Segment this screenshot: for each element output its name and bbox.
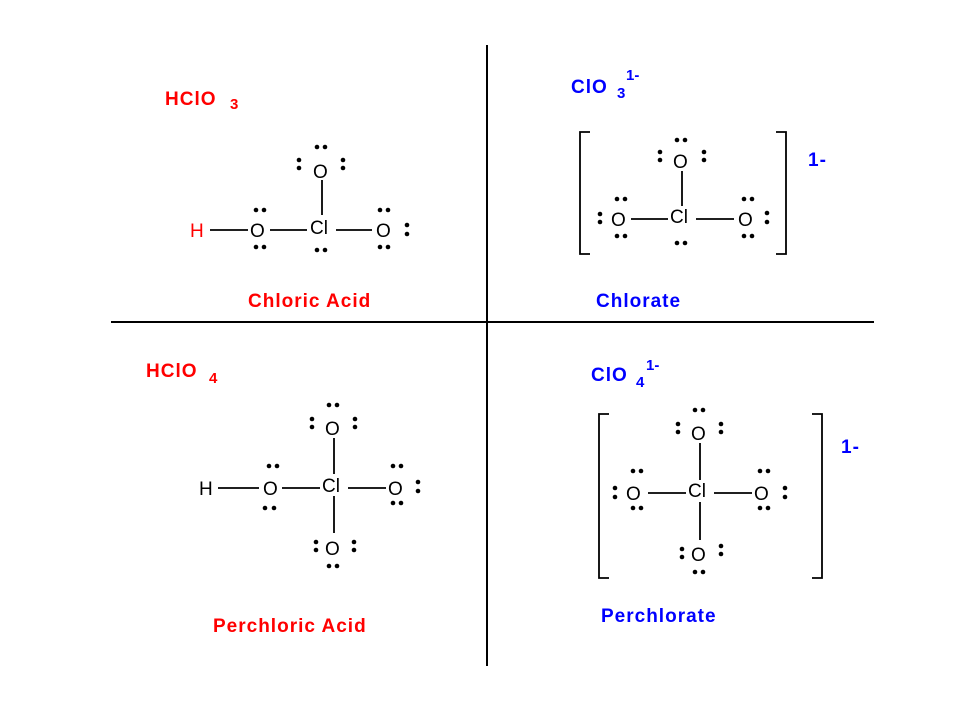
- perchlorate-name: Perchlorate: [601, 606, 717, 627]
- chloric-acid-panel: HClO 3 H O Cl O O Chloric: [165, 89, 410, 312]
- perchloric-acid-structure: H O Cl O O O: [199, 402, 421, 569]
- oxygen-atom: O: [388, 479, 403, 500]
- left-bracket: [598, 413, 609, 579]
- perchloric-acid-panel: HClO 4 H O Cl O O O: [146, 361, 421, 637]
- oxygen-atom: O: [691, 424, 706, 445]
- chlorine-atom: Cl: [670, 207, 688, 228]
- oxygen-atom: O: [325, 419, 340, 440]
- oxygen-atom: O: [673, 152, 688, 173]
- chloric-acid-structure: H O Cl O O: [190, 144, 410, 253]
- chlorine-atom: Cl: [688, 481, 706, 502]
- perchlorate-formula-charge: 1-: [646, 357, 659, 374]
- hydrogen-atom: H: [190, 221, 204, 242]
- oxygen-atom: O: [250, 221, 265, 242]
- chloric-acid-formula: HClO: [165, 89, 217, 110]
- chlorate-formula: ClO: [571, 77, 608, 98]
- right-bracket: [812, 413, 823, 579]
- perchlorate-formula-subscript: 4: [636, 374, 645, 391]
- chlorine-atom: Cl: [310, 218, 328, 239]
- oxygen-atom: O: [325, 539, 340, 560]
- chloric-acid-formula-subscript: 3: [230, 96, 238, 113]
- perchlorate-panel: ClO 4 1- 1- O Cl O O O: [591, 357, 860, 627]
- left-bracket: [579, 131, 590, 255]
- oxygen-atom: O: [263, 479, 278, 500]
- lone-pair-dots: [612, 407, 788, 575]
- lone-pair-dots: [262, 402, 421, 569]
- oxygen-atom: O: [611, 210, 626, 231]
- chlorate-structure: O Cl O O: [597, 137, 770, 246]
- perchlorate-bracket-charge: 1-: [841, 437, 860, 458]
- chlorate-name: Chlorate: [596, 291, 681, 312]
- lone-pair-dots: [253, 144, 410, 253]
- oxygen-atom: O: [754, 484, 769, 505]
- oxygen-atom: O: [313, 162, 328, 183]
- oxygen-atom: O: [376, 221, 391, 242]
- oxygen-atom: O: [626, 484, 641, 505]
- perchloric-acid-formula: HClO: [146, 361, 198, 382]
- perchloric-acid-formula-subscript: 4: [209, 370, 218, 387]
- hydrogen-atom: H: [199, 479, 213, 500]
- perchlorate-structure: O Cl O O O: [612, 407, 788, 575]
- chlorate-bracket-charge: 1-: [808, 150, 827, 171]
- right-bracket: [776, 131, 787, 255]
- chlorate-formula-subscript: 3: [617, 85, 625, 102]
- perchlorate-formula: ClO: [591, 365, 628, 386]
- chlorine-atom: Cl: [322, 476, 340, 497]
- oxygen-atom: O: [738, 210, 753, 231]
- oxygen-atom: O: [691, 545, 706, 566]
- lone-pair-dots: [597, 137, 770, 246]
- chlorate-panel: ClO 3 1- 1- O Cl O O: [571, 67, 827, 312]
- chloric-acid-name: Chloric Acid: [248, 291, 371, 312]
- chlorate-formula-charge: 1-: [626, 67, 639, 84]
- perchloric-acid-name: Perchloric Acid: [213, 616, 367, 637]
